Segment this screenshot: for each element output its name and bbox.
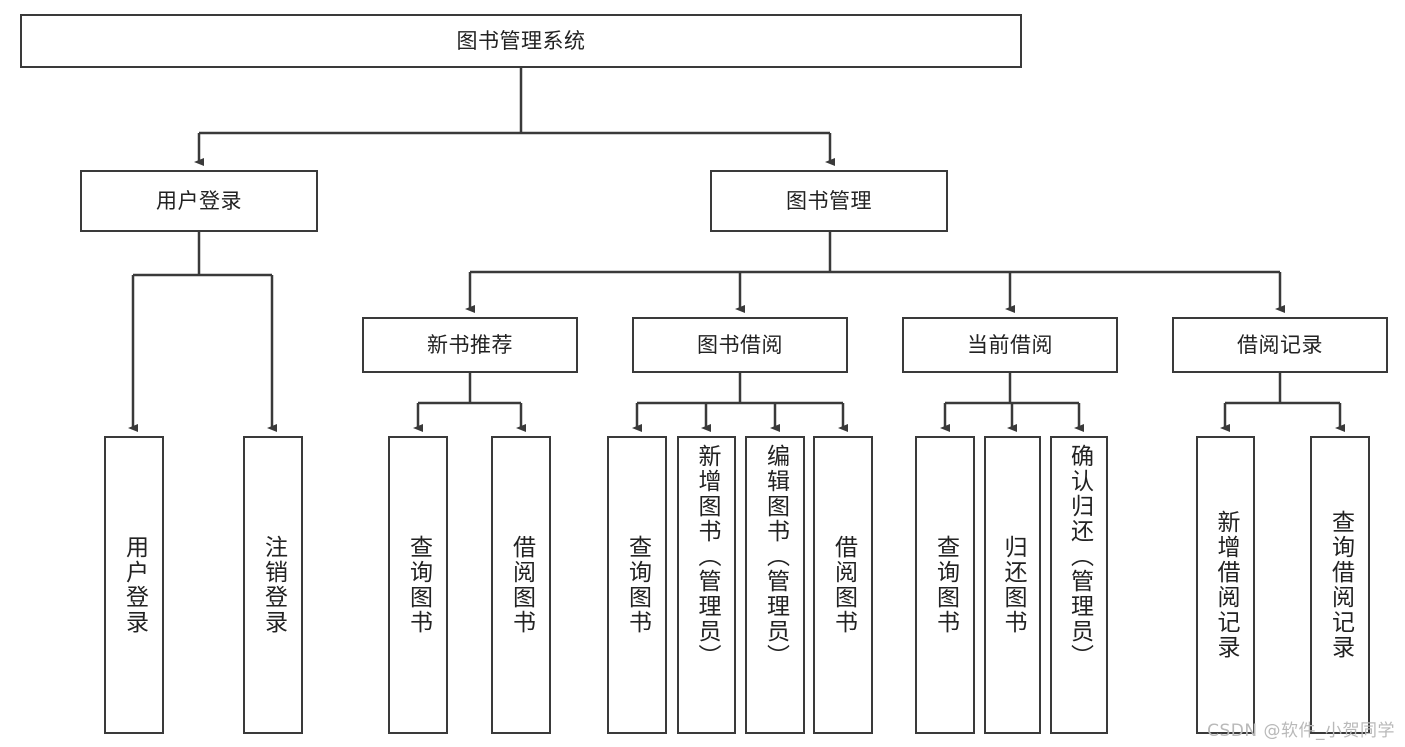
node-label: 归还图书: [1000, 535, 1026, 635]
node-label: 图书管理系统: [456, 28, 586, 53]
node-label: 查询借阅记录: [1327, 510, 1354, 660]
node-leaf-borrow-book-2[interactable]: 借阅图书: [813, 436, 873, 734]
node-label: 查询图书: [932, 535, 959, 635]
node-leaf-add-borrow-record[interactable]: 新增借阅记录: [1196, 436, 1255, 734]
node-label: 当前借阅: [967, 332, 1053, 357]
node-leaf-query-book-2[interactable]: 查询图书: [607, 436, 667, 734]
node-label: 新增借阅记录: [1213, 510, 1239, 660]
node-leaf-query-book-3[interactable]: 查询图书: [915, 436, 975, 734]
node-book-management[interactable]: 图书管理: [710, 170, 948, 232]
node-label: 注销登录: [260, 535, 287, 635]
node-label: 新增图书（管理员）: [694, 444, 720, 669]
node-label: 查询图书: [405, 535, 432, 635]
node-borrow-record[interactable]: 借阅记录: [1172, 317, 1388, 373]
watermark: CSDN @软件_小贺同学: [1207, 721, 1395, 741]
node-leaf-edit-book[interactable]: 编辑图书（管理员）: [745, 436, 805, 734]
node-leaf-logout-login[interactable]: 注销登录: [243, 436, 303, 734]
node-label: 新书推荐: [427, 332, 513, 357]
node-leaf-query-borrow-record[interactable]: 查询借阅记录: [1310, 436, 1370, 734]
node-label: 编辑图书（管理员）: [762, 444, 789, 669]
node-label: 用户登录: [156, 188, 242, 213]
node-leaf-user-login[interactable]: 用户登录: [104, 436, 164, 734]
node-book-management-system[interactable]: 图书管理系统: [20, 14, 1022, 68]
node-label: 借阅记录: [1237, 332, 1323, 357]
node-label: 用户登录: [121, 535, 148, 635]
node-label: 图书管理: [786, 188, 872, 213]
node-book-borrow[interactable]: 图书借阅: [632, 317, 848, 373]
node-user-login[interactable]: 用户登录: [80, 170, 318, 232]
node-label: 确认归还（管理员）: [1066, 444, 1093, 669]
node-current-borrow[interactable]: 当前借阅: [902, 317, 1118, 373]
node-leaf-return-book[interactable]: 归还图书: [984, 436, 1041, 734]
node-leaf-confirm-return[interactable]: 确认归还（管理员）: [1050, 436, 1108, 734]
node-label: 图书借阅: [697, 332, 783, 357]
node-label: 查询图书: [624, 535, 651, 635]
node-label: 借阅图书: [830, 535, 857, 635]
node-label: 借阅图书: [508, 535, 535, 635]
node-leaf-borrow-book-1[interactable]: 借阅图书: [491, 436, 551, 734]
node-leaf-add-book[interactable]: 新增图书（管理员）: [677, 436, 736, 734]
node-new-book-recommend[interactable]: 新书推荐: [362, 317, 578, 373]
node-leaf-query-book-1[interactable]: 查询图书: [388, 436, 448, 734]
